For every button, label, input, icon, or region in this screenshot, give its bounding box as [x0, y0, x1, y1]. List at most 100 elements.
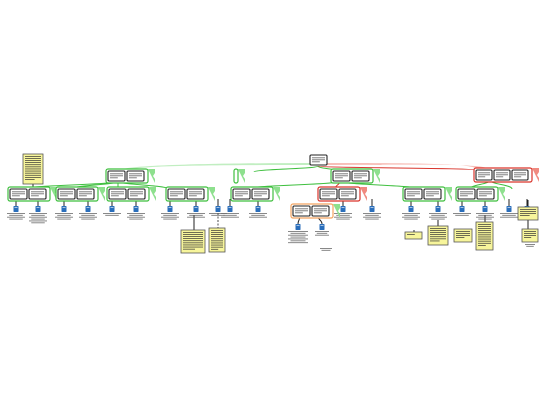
- source-document-icon[interactable]: [295, 224, 301, 230]
- text-line: [288, 234, 308, 236]
- premise-box[interactable]: [423, 188, 442, 200]
- text-line: [322, 191, 335, 193]
- branch-support-spacer[interactable]: [233, 168, 245, 184]
- source-document-icon[interactable]: [35, 206, 41, 212]
- text-line: [105, 214, 119, 216]
- text-line: [7, 216, 25, 218]
- source-document-icon[interactable]: [35, 206, 41, 212]
- source-document-icon[interactable]: [85, 206, 91, 212]
- source-document-icon[interactable]: [408, 206, 414, 212]
- source-document-icon[interactable]: [167, 206, 173, 212]
- text-line: [456, 235, 470, 236]
- source-document-icon[interactable]: [408, 206, 414, 212]
- source-document-icon[interactable]: [435, 206, 441, 212]
- source-document-icon[interactable]: [435, 206, 441, 212]
- source-document-icon[interactable]: [167, 206, 173, 212]
- text-line: [460, 207, 464, 208]
- source-document-icon[interactable]: [133, 206, 139, 212]
- text-line: [335, 175, 348, 177]
- note-box[interactable]: [404, 231, 423, 240]
- source-document-icon[interactable]: [215, 206, 221, 212]
- premise-box[interactable]: [319, 188, 338, 200]
- source-document-icon[interactable]: [319, 224, 325, 230]
- note-box[interactable]: [453, 228, 473, 243]
- note-box[interactable]: [475, 221, 494, 251]
- source-document-icon[interactable]: [295, 224, 301, 230]
- premise-box[interactable]: [404, 188, 423, 200]
- note-box-frame[interactable]: [180, 229, 206, 254]
- source-document-icon[interactable]: [61, 206, 67, 212]
- source-caption: [29, 213, 47, 224]
- text-line: [478, 234, 491, 236]
- note-box-frame[interactable]: [427, 225, 449, 246]
- premise-box[interactable]: [475, 169, 493, 181]
- premise-box[interactable]: [186, 188, 205, 200]
- premise-box[interactable]: [332, 170, 351, 182]
- premise-box[interactable]: [9, 188, 28, 200]
- note-box[interactable]: [180, 229, 206, 254]
- note-box[interactable]: [427, 225, 449, 246]
- source-document-icon[interactable]: [506, 206, 512, 212]
- premise-box[interactable]: [107, 170, 126, 182]
- source-document-icon[interactable]: [255, 206, 261, 212]
- text-line: [12, 191, 25, 193]
- root-claim-box[interactable]: [309, 154, 328, 166]
- source-document-icon[interactable]: [227, 206, 233, 212]
- text-line: [426, 193, 439, 195]
- source-document-icon[interactable]: [340, 206, 346, 212]
- source-document-icon[interactable]: [61, 206, 67, 212]
- text-line: [211, 248, 219, 250]
- text-line: [211, 242, 223, 244]
- premise-box[interactable]: [338, 188, 357, 200]
- source-document-icon[interactable]: [85, 206, 91, 212]
- premise-box[interactable]: [108, 188, 127, 200]
- premise-box[interactable]: [511, 169, 529, 181]
- premise-box[interactable]: [292, 205, 311, 217]
- text-line: [161, 213, 179, 214]
- premise-box[interactable]: [476, 188, 495, 200]
- source-document-icon[interactable]: [482, 206, 488, 212]
- premise-box[interactable]: [351, 170, 370, 182]
- source-document-icon[interactable]: [133, 206, 139, 212]
- source-document-icon[interactable]: [193, 206, 199, 212]
- source-document-icon[interactable]: [369, 206, 375, 212]
- text-line: [29, 213, 47, 214]
- premise-box[interactable]: [493, 169, 511, 181]
- source-document-icon[interactable]: [109, 206, 115, 212]
- note-box-frame[interactable]: [208, 227, 226, 253]
- text-line: [404, 218, 418, 220]
- source-document-icon[interactable]: [459, 206, 465, 212]
- note-box[interactable]: [517, 206, 539, 221]
- premise-box[interactable]: [457, 188, 476, 200]
- source-document-icon[interactable]: [227, 206, 233, 212]
- source-document-icon[interactable]: [255, 206, 261, 212]
- source-document-icon[interactable]: [482, 206, 488, 212]
- text-line: [25, 166, 41, 168]
- premise-box[interactable]: [232, 188, 251, 200]
- text-line: [211, 230, 223, 231]
- note-box[interactable]: [521, 228, 539, 243]
- premise-box[interactable]: [127, 188, 146, 200]
- source-document-icon[interactable]: [319, 224, 325, 230]
- premise-box[interactable]: [126, 170, 145, 182]
- premise-box[interactable]: [76, 188, 95, 200]
- text-line: [12, 193, 25, 195]
- source-document-icon[interactable]: [109, 206, 115, 212]
- premise-box[interactable]: [57, 188, 76, 200]
- source-document-icon[interactable]: [340, 206, 346, 212]
- source-document-icon[interactable]: [506, 206, 512, 212]
- source-document-icon[interactable]: [459, 206, 465, 212]
- source-document-icon[interactable]: [369, 206, 375, 212]
- premise-box[interactable]: [311, 205, 330, 217]
- source-document-icon[interactable]: [193, 206, 199, 212]
- premise-box[interactable]: [28, 188, 47, 200]
- note-box-frame[interactable]: [404, 231, 423, 240]
- premise-box[interactable]: [251, 188, 270, 200]
- text-line: [321, 249, 331, 251]
- source-document-icon[interactable]: [13, 206, 19, 212]
- source-document-icon[interactable]: [13, 206, 19, 212]
- note-box[interactable]: [22, 153, 44, 185]
- note-box[interactable]: [208, 227, 226, 253]
- source-document-icon[interactable]: [215, 206, 221, 212]
- premise-box[interactable]: [167, 188, 186, 200]
